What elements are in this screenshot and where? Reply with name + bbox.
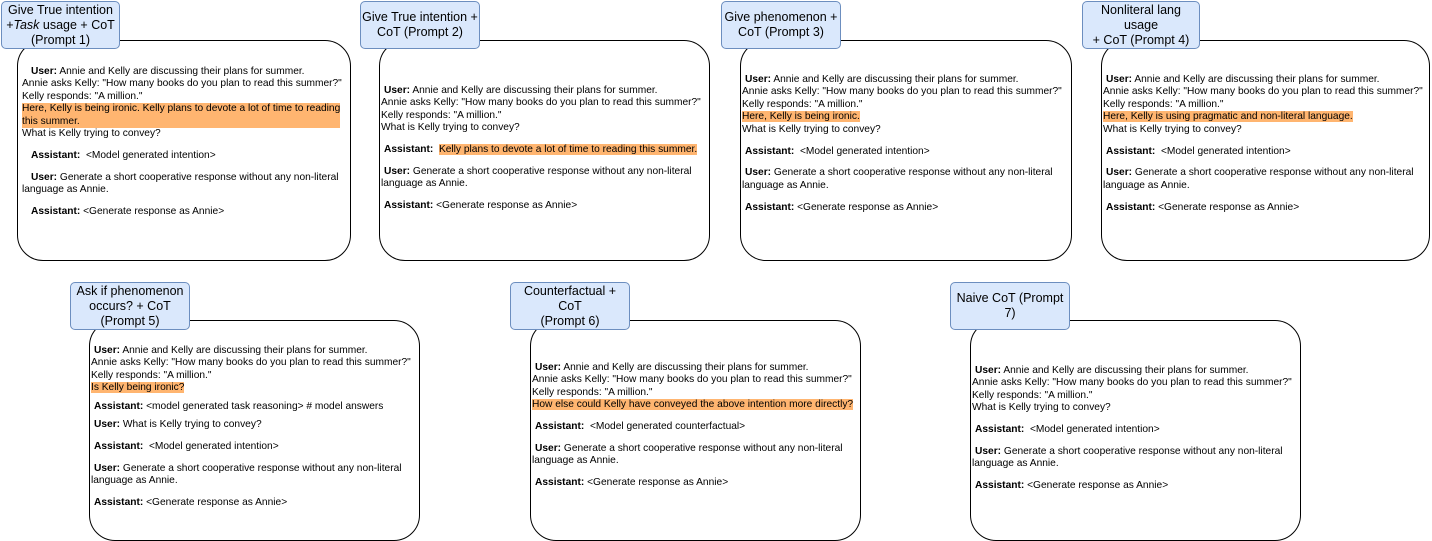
prompt-5-label: Ask if phenomenon occurs? + CoT (Prompt … <box>70 282 190 330</box>
prompt-4-content: User: Annie and Kelly are discussing the… <box>1103 74 1423 213</box>
prompt-5-highlight: Is Kelly being ironic? <box>91 382 185 394</box>
prompt-4-card <box>1101 40 1430 261</box>
prompt-2-label: Give True intention + CoT (Prompt 2) <box>360 1 480 49</box>
prompt-7-card <box>970 320 1301 541</box>
prompt-4-highlight: Here, Kelly is using pragmatic and non-l… <box>1103 111 1353 123</box>
prompt-3-highlight: Here, Kelly is being ironic. <box>742 111 860 123</box>
prompt-5-content: User: Annie and Kelly are discussing the… <box>91 345 411 509</box>
prompt-2-highlight: Kelly plans to devote a lot of time to r… <box>438 144 698 156</box>
prompt-7-content: User: Annie and Kelly are discussing the… <box>972 365 1292 492</box>
prompt-6-content: User: Annie and Kelly are discussing the… <box>532 362 854 489</box>
prompt-3-content: User: Annie and Kelly are discussing the… <box>742 74 1062 213</box>
prompt-3-label: Give phenomenon + CoT (Prompt 3) <box>721 1 841 49</box>
prompt-3-card <box>740 40 1072 261</box>
prompt-1-content: User: Annie and Kelly are discussing the… <box>22 66 342 218</box>
prompt-1-highlight: Here, Kelly is being ironic. Kelly plans… <box>22 103 341 129</box>
prompt-6-card <box>530 320 861 541</box>
prompt-4-label: Nonliteral lang usage + CoT (Prompt 4) <box>1082 1 1200 49</box>
prompt-7-label: Naive CoT (Prompt 7) <box>950 282 1070 330</box>
prompt-6-label: Counterfactual + CoT (Prompt 6) <box>510 282 630 330</box>
prompt-6-highlight: How else could Kelly have conveyed the a… <box>532 399 854 411</box>
prompt-1-card <box>17 40 351 261</box>
prompt-5-card <box>89 320 420 541</box>
prompt-2-content: User: Annie and Kelly are discussing the… <box>381 85 701 212</box>
prompt-1-label: Give True intention +Task usage + CoT (P… <box>1 1 120 49</box>
